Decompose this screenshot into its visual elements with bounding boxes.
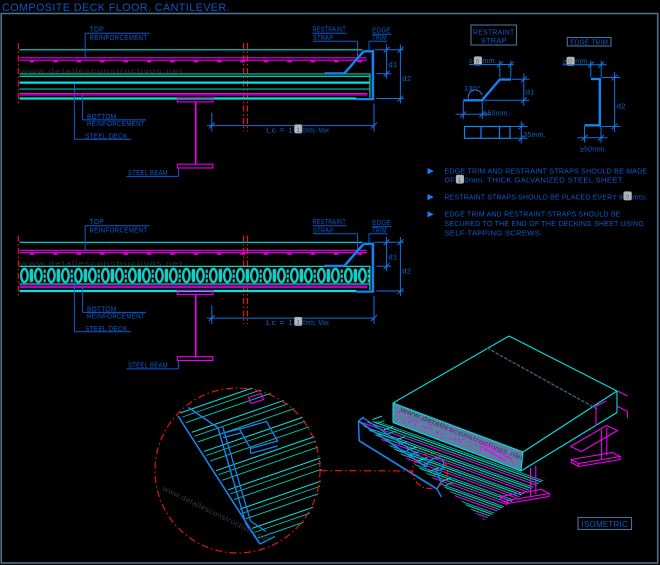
svg-text:≥50mm.: ≥50mm. xyxy=(484,110,510,117)
svg-text:EDGE TRIM AND RESTRAINT STRAPS: EDGE TRIM AND RESTRAINT STRAPS SHOULD BE xyxy=(445,212,621,219)
svg-text:STEEL DECK: STEEL DECK xyxy=(85,134,128,141)
svg-text:1: 1 xyxy=(296,127,300,134)
svg-text:ISOMETRIC: ISOMETRIC xyxy=(582,520,629,529)
svg-text:mts.: mts. xyxy=(632,194,648,201)
svg-text:1: 1 xyxy=(458,177,462,184)
svg-text:Lc = 1: Lc = 1 xyxy=(266,126,294,135)
svg-text:≥: ≥ xyxy=(563,59,567,66)
svg-text:BOTTOM: BOTTOM xyxy=(87,114,117,121)
svg-text:STEEL BEAM: STEEL BEAM xyxy=(128,170,168,177)
svg-text:d2: d2 xyxy=(402,267,411,276)
svg-text:1: 1 xyxy=(296,320,300,327)
svg-text:STEEL BEAM: STEEL BEAM xyxy=(128,362,168,369)
svg-text:BOTTOM: BOTTOM xyxy=(87,307,117,314)
svg-text:RESTRAINT: RESTRAINT xyxy=(313,219,347,226)
svg-text:SELF-TAPPING SCREWS.: SELF-TAPPING SCREWS. xyxy=(445,231,543,238)
svg-text:d2: d2 xyxy=(617,101,626,110)
svg-text:TRIM: TRIM xyxy=(372,228,387,235)
svg-text:TRIM: TRIM xyxy=(372,35,387,42)
svg-text:REINFORCEMENT: REINFORCEMENT xyxy=(90,35,148,42)
svg-text:0mts. Max: 0mts. Max xyxy=(303,126,330,135)
svg-text:Lc = 1: Lc = 1 xyxy=(266,318,294,327)
svg-text:RESTRAINT: RESTRAINT xyxy=(473,29,515,36)
svg-text:RESTRAINT STRAPS SHOULD BE PLA: RESTRAINT STRAPS SHOULD BE PLACED EVERY … xyxy=(445,194,624,201)
svg-text:d1: d1 xyxy=(389,253,398,262)
svg-text:≥50mm.: ≥50mm. xyxy=(580,147,606,154)
svg-text:0mts. Max: 0mts. Max xyxy=(303,318,330,327)
svg-text:RESTRAINT: RESTRAINT xyxy=(313,26,347,33)
svg-text:130°: 130° xyxy=(464,85,481,93)
svg-text:STRAP: STRAP xyxy=(481,38,507,45)
svg-text:REINFORCEMENT: REINFORCEMENT xyxy=(87,314,145,321)
svg-text:TOP: TOP xyxy=(90,219,105,226)
svg-text:mm.: mm. xyxy=(483,58,497,65)
svg-text:EDGE TRIM: EDGE TRIM xyxy=(570,39,608,46)
svg-text:d2: d2 xyxy=(402,74,411,83)
svg-text:OF: OF xyxy=(445,178,455,185)
svg-text:EDGE: EDGE xyxy=(372,27,391,34)
svg-text:SECURED TO THE END OF THE DECK: SECURED TO THE END OF THE DECKING SHEET … xyxy=(445,221,645,228)
svg-text:COMPOSITE DECK FLOOR. CANTILEV: COMPOSITE DECK FLOOR. CANTILEVER. xyxy=(2,2,230,14)
svg-text:mm.: mm. xyxy=(575,59,589,66)
svg-text:STRAP: STRAP xyxy=(313,35,334,42)
svg-text:www.detallesconstructivos.net: www.detallesconstructivos.net xyxy=(19,67,184,76)
svg-text:≥: ≥ xyxy=(469,58,473,65)
svg-text:EDGE: EDGE xyxy=(372,220,391,227)
svg-text:35mm.: 35mm. xyxy=(523,132,545,139)
svg-text:d1: d1 xyxy=(389,60,398,69)
svg-text:0: 0 xyxy=(476,58,480,65)
svg-text:REINFORCEMENT: REINFORCEMENT xyxy=(90,228,148,235)
svg-text:d1: d1 xyxy=(526,87,535,96)
svg-text:STEEL DECK: STEEL DECK xyxy=(85,326,128,333)
svg-text:0: 0 xyxy=(625,194,629,201)
svg-text:TOP: TOP xyxy=(90,26,105,33)
svg-text:0mm. THICK GALVANIZED STEEL SH: 0mm. THICK GALVANIZED STEEL SHEET. xyxy=(464,178,624,185)
svg-text:www.detallesconstructivos.net: www.detallesconstructivos.net xyxy=(19,259,184,268)
svg-text:STRAP: STRAP xyxy=(313,228,334,235)
svg-text:REINFORCEMENT: REINFORCEMENT xyxy=(87,121,145,128)
svg-text:EDGE TRIM AND RESTRAINT STRAPS: EDGE TRIM AND RESTRAINT STRAPS SHOULD BE… xyxy=(445,168,648,175)
svg-text:0: 0 xyxy=(568,59,572,66)
